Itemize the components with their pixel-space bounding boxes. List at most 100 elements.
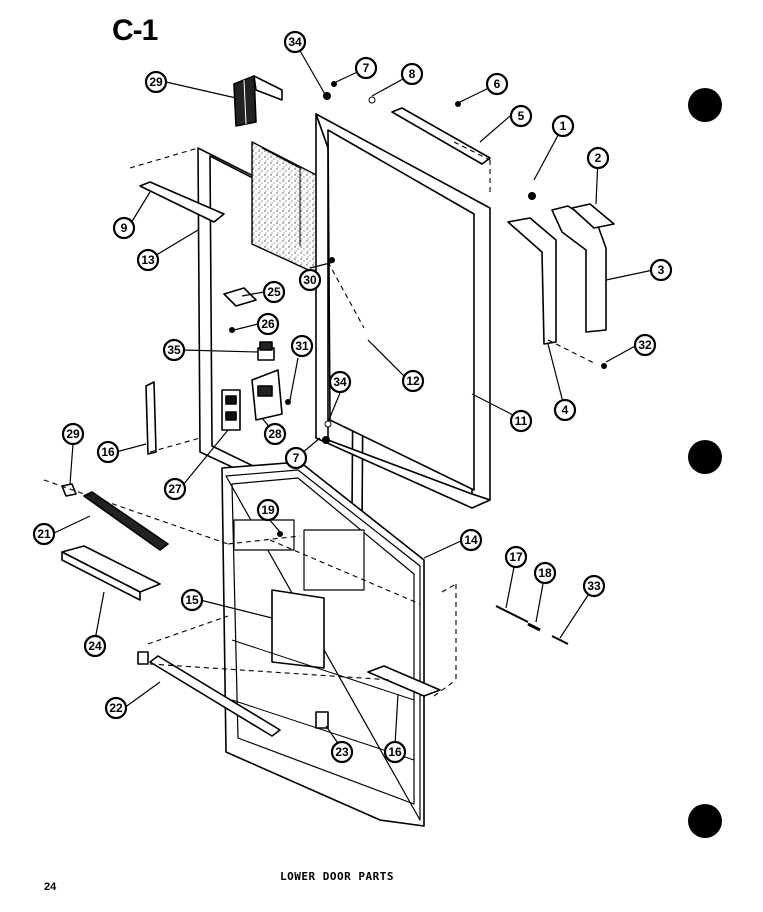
callout-circle [485,72,509,96]
callout-circle [162,338,186,362]
callout-label: 21 [37,527,51,541]
callout-29: 29 [144,70,168,94]
part-29-bracket [233,75,283,127]
callout-12: 12 [401,369,425,393]
part-9-strip [139,181,225,223]
callout-label: 25 [267,285,281,299]
callout-circle [400,62,424,86]
part-27-switch-plate [221,389,241,431]
callout-circle [354,56,378,80]
part-4-hinge [507,217,557,345]
callout-circle [551,114,575,138]
callout-15: 15 [180,588,204,612]
callout-label: 24 [88,639,102,653]
callout-34: 34 [328,370,352,394]
callout-label: 13 [141,253,155,267]
callout-13: 13 [136,248,160,272]
callout-11: 11 [509,409,533,433]
callout-33: 33 [582,574,606,598]
callout-9: 9 [112,216,136,240]
callout-circle [509,409,533,433]
callout-25: 25 [262,280,286,304]
callout-label: 34 [333,375,347,389]
callout-label: 17 [509,550,523,564]
callout-21: 21 [32,522,56,546]
callout-circle [256,312,280,336]
callout-circle [104,696,128,720]
callout-circle [180,588,204,612]
callout-label: 9 [121,221,128,235]
callout-circle [283,30,307,54]
callout-label: 29 [149,75,163,89]
callout-30: 30 [298,268,322,292]
callout-7: 7 [354,56,378,80]
page-title: C-1 [112,14,158,47]
callout-circle [144,70,168,94]
callout-5: 5 [509,104,533,128]
callout-16: 16 [96,440,120,464]
callout-circle [553,398,577,422]
callout-label: 4 [562,403,569,417]
part-2-plate [571,203,615,229]
callout-label: 5 [518,109,525,123]
callout-circle [96,440,120,464]
callout-26: 26 [256,312,280,336]
callout-28: 28 [263,422,287,446]
callout-label: 18 [538,566,552,580]
fasteners [229,81,607,537]
callout-circle [509,104,533,128]
callout-label: 1 [560,119,567,133]
diagram-caption: LOWER DOOR PARTS [280,870,394,883]
callout-circle [383,740,407,764]
callout-label: 8 [409,67,416,81]
part-16-handle [367,665,441,697]
callout-circle [83,634,107,658]
callout-32: 32 [633,333,657,357]
binder-hole-bottom [688,804,722,838]
part-14-door-shell [221,461,425,827]
callout-circle [298,268,322,292]
callout-label: 28 [268,427,282,441]
callout-label: 16 [101,445,115,459]
callout-circle [533,561,557,585]
callout-leaders [51,41,654,750]
callout-circle [328,370,352,394]
callout-circle [163,477,187,501]
callout-label: 6 [494,77,501,91]
callout-label: 23 [335,745,349,759]
callout-16: 16 [383,740,407,764]
part-24-shelf [61,545,161,601]
callout-label: 31 [295,339,309,353]
callout-label: 33 [587,579,601,593]
callout-31: 31 [290,334,314,358]
callout-17: 17 [504,545,528,569]
callout-label: 34 [288,35,302,49]
callout-2: 2 [586,146,610,170]
callout-circle [582,574,606,598]
callout-label: 14 [464,533,478,547]
callout-1: 1 [551,114,575,138]
part-33-screw [551,635,569,645]
callout-3: 3 [649,258,673,282]
callout-circle [61,422,85,446]
callout-label: 29 [66,427,80,441]
callout-label: 22 [109,701,123,715]
callout-circle [32,522,56,546]
callout-22: 22 [104,696,128,720]
callout-label: 35 [167,343,181,357]
part-16-trim [145,381,157,455]
part-11-liner [315,113,491,509]
callout-circle [256,498,280,522]
callout-circle [262,280,286,304]
callout-label: 26 [261,317,275,331]
callout-18: 18 [533,561,557,585]
callout-label: 11 [515,414,528,428]
part-25-clip [223,287,257,307]
part-21-rail [83,491,169,551]
callout-label: 2 [595,151,602,165]
callout-circle [459,528,483,552]
callout-label: 30 [303,273,317,287]
